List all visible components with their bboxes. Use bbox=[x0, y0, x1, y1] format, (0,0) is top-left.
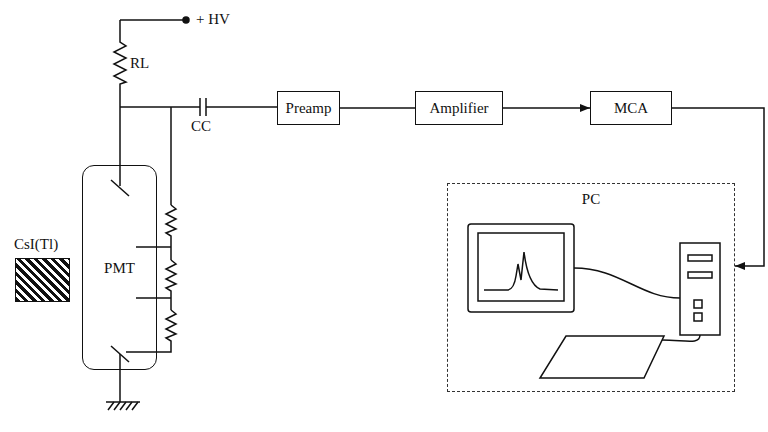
keyboard-cable bbox=[662, 335, 700, 341]
monitor-symbol bbox=[468, 224, 574, 312]
component-label: CC bbox=[191, 117, 211, 135]
divider-resistor-symbol bbox=[166, 260, 176, 310]
ground-wire bbox=[119, 354, 121, 402]
signal-wire bbox=[120, 106, 200, 108]
dynode-tap bbox=[136, 297, 171, 299]
node-text: PMT bbox=[104, 259, 135, 277]
keyboard-symbol bbox=[540, 336, 664, 378]
component-label: RL bbox=[130, 54, 149, 72]
spectrum-peak bbox=[484, 252, 558, 290]
process-box: Preamp bbox=[277, 91, 340, 125]
tower-button bbox=[694, 300, 702, 308]
signal-wire bbox=[206, 106, 277, 108]
signal-connector bbox=[503, 107, 590, 109]
divider-resistor-symbol bbox=[126, 310, 176, 352]
node-text: CsI(Tl) bbox=[14, 235, 58, 253]
signal-connector bbox=[672, 108, 764, 266]
dynode-tap bbox=[136, 246, 171, 248]
node-text: PC bbox=[582, 190, 600, 208]
voltage-label: + HV bbox=[196, 10, 230, 28]
signal-connector bbox=[340, 107, 415, 109]
computer-tower bbox=[680, 243, 720, 335]
drive-slot bbox=[688, 272, 712, 278]
pc-group: PC bbox=[447, 183, 735, 392]
ground-symbol bbox=[106, 401, 140, 403]
divider-wire bbox=[170, 107, 172, 205]
drive-slot bbox=[688, 255, 712, 261]
load-resistor-symbol bbox=[114, 20, 126, 107]
anode-symbol bbox=[111, 180, 129, 196]
scintillator-crystal: CsI(Tl) bbox=[15, 258, 70, 302]
process-box: MCA bbox=[590, 91, 672, 125]
node-text: Preamp bbox=[286, 99, 332, 117]
pmt-tube: PMT bbox=[82, 165, 157, 370]
node-text: MCA bbox=[614, 99, 648, 117]
hv-wire bbox=[120, 19, 183, 21]
monitor-screen bbox=[478, 233, 564, 301]
hv-terminal bbox=[183, 17, 189, 23]
capacitor-plate bbox=[199, 98, 201, 116]
divider-resistor-symbol bbox=[166, 205, 176, 260]
process-box: Amplifier bbox=[415, 91, 503, 125]
ground-hatch bbox=[108, 402, 138, 410]
monitor-cable bbox=[574, 268, 680, 298]
tower-button bbox=[694, 313, 702, 321]
node-text: Amplifier bbox=[429, 99, 488, 117]
anode-wire bbox=[119, 107, 121, 186]
